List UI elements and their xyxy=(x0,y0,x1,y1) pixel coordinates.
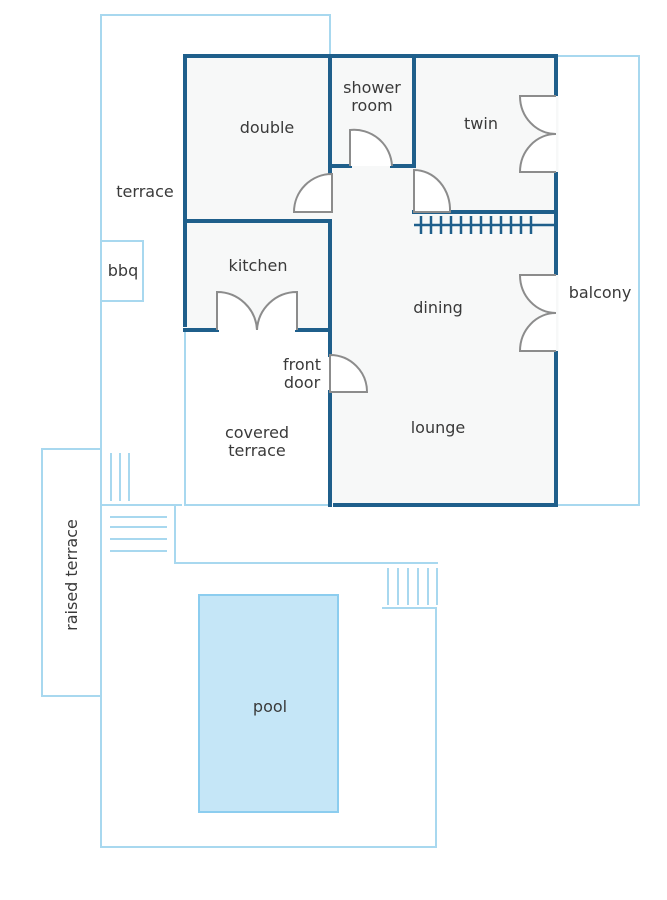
main-floor xyxy=(330,166,556,505)
interior-fill xyxy=(185,56,556,505)
dining-patio-door xyxy=(518,274,557,352)
raised-terrace-outline xyxy=(41,448,101,697)
raised-terrace-steps xyxy=(110,516,167,552)
pool-steps xyxy=(387,568,438,605)
bbq-outline xyxy=(100,240,144,302)
steps xyxy=(110,453,438,605)
kitchen-floor xyxy=(185,222,330,330)
terrace-steps xyxy=(110,453,130,501)
room-labels: double shower room twin terrace bbq kitc… xyxy=(62,78,631,716)
double-room-door xyxy=(292,172,333,213)
pool xyxy=(198,594,339,813)
label-dining: dining xyxy=(413,298,462,317)
kitchen-double-door xyxy=(216,290,298,331)
twin-room-door xyxy=(413,168,452,213)
label-twin: twin xyxy=(464,114,498,133)
doors xyxy=(216,95,557,393)
wardrobe xyxy=(414,216,556,234)
label-shower-room-line1: shower xyxy=(343,78,401,97)
exterior-outlines xyxy=(41,14,640,848)
label-front-door-line1: front xyxy=(283,355,321,374)
label-pool: pool xyxy=(253,697,287,716)
label-lounge: lounge xyxy=(411,418,466,437)
label-front-door-line2: door xyxy=(284,373,321,392)
label-double: double xyxy=(240,118,295,137)
label-covered-terrace-line2: terrace xyxy=(228,441,285,460)
shower-room-door xyxy=(349,128,393,167)
label-shower-room-line2: room xyxy=(351,96,392,115)
label-kitchen: kitchen xyxy=(229,256,288,275)
pool-surround-outline xyxy=(100,505,437,848)
front-door xyxy=(329,353,369,393)
label-raised-terrace: raised terrace xyxy=(62,519,81,631)
label-covered-terrace-line1: covered xyxy=(225,423,289,442)
step-ledge-outline xyxy=(174,505,438,564)
covered-terrace-cutout xyxy=(187,332,328,503)
label-terrace: terrace xyxy=(116,182,173,201)
label-bbq: bbq xyxy=(108,261,138,280)
label-balcony: balcony xyxy=(569,283,632,302)
balcony-outline xyxy=(556,55,640,506)
twin-patio-door xyxy=(518,95,557,173)
